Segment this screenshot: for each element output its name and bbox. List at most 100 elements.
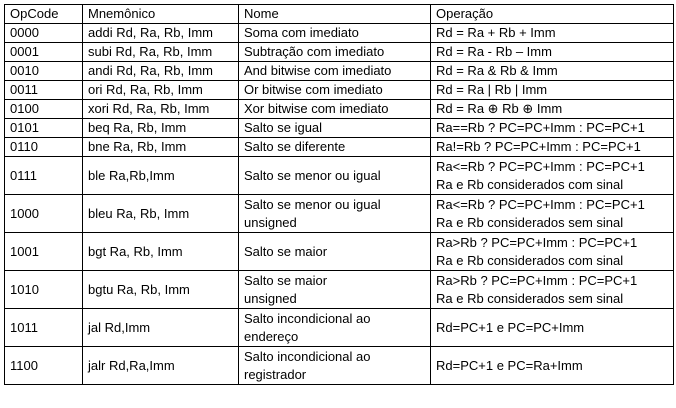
mnemonic-cell: subi Rd, Ra, Rb, Imm <box>82 42 239 62</box>
name-cell-line: registrador <box>244 366 307 382</box>
name-cell: Salto se diferente <box>238 137 431 157</box>
operation-cell: Rd = Ra | Rb | Imm <box>430 80 674 100</box>
name-cell-line: Salto se maior <box>244 272 328 288</box>
name-cell: Salto incondicional ao registrador <box>238 346 431 385</box>
opcode-cell: 0110 <box>4 137 83 157</box>
opcode-cell: 0001 <box>4 42 83 62</box>
operation-cell: Rd = Ra - Rb – Imm <box>430 42 674 62</box>
operation-cell-line: Ra e Rb considerados sem sinal <box>436 214 624 230</box>
operation-cell: Rd=PC+1 e PC=PC+Imm <box>430 308 674 347</box>
header-mnemonic: Mnemônico <box>82 4 239 24</box>
opcode-cell: 0011 <box>4 80 83 100</box>
operation-cell-line: Ra!=Rb ? PC=PC+Imm : PC=PC+1 <box>436 139 641 154</box>
opcode-cell: 0000 <box>4 23 83 43</box>
operation-cell-line: Rd = Ra ⊕ Rb ⊕ Imm <box>436 101 563 116</box>
operation-cell-line: Rd = Ra | Rb | Imm <box>436 82 548 97</box>
name-cell-line: And bitwise com imediato <box>244 63 392 78</box>
name-cell-line: Salto se menor ou igual <box>244 167 381 183</box>
operation-cell: Ra!=Rb ? PC=PC+Imm : PC=PC+1 <box>430 137 674 157</box>
operation-cell-line: Ra e Rb considerados com sinal <box>436 252 624 268</box>
mnemonic-cell: ori Rd, Ra, Rb, Imm <box>82 80 239 100</box>
operation-cell-line: Ra<=Rb ? PC=PC+Imm : PC=PC+1 <box>436 196 645 212</box>
name-cell-line: Subtração com imediato <box>244 44 385 59</box>
operation-cell-line: Rd = Ra - Rb – Imm <box>436 44 552 59</box>
operation-cell: Rd = Ra & Rb & Imm <box>430 61 674 81</box>
name-cell: Salto se maior unsigned <box>238 270 431 309</box>
name-cell: Soma com imediato <box>238 23 431 43</box>
mnemonic-cell: bne Ra, Rb, Imm <box>82 137 239 157</box>
operation-cell-line: Ra<=Rb ? PC=PC+Imm : PC=PC+1 <box>436 158 645 174</box>
name-cell-line: Salto se maior <box>244 243 328 259</box>
mnemonic-cell: jal Rd,Imm <box>82 308 239 347</box>
header-operation: Operação <box>430 4 674 24</box>
name-cell: And bitwise com imediato <box>238 61 431 81</box>
operation-cell-line: Ra>Rb ? PC=PC+Imm : PC=PC+1 <box>436 272 638 288</box>
name-cell-line: Salto incondicional ao <box>244 310 371 326</box>
name-cell-line: Or bitwise com imediato <box>244 82 383 97</box>
operation-cell-line: Ra e Rb considerados sem sinal <box>436 290 624 306</box>
name-cell-line: Salto se igual <box>244 120 323 135</box>
name-cell: Salto incondicional ao endereço <box>238 308 431 347</box>
operation-cell: Ra>Rb ? PC=PC+Imm : PC=PC+1 Ra e Rb consi… <box>430 270 674 309</box>
name-cell: Salto se menor ou igual unsigned <box>238 194 431 233</box>
opcode-cell: 1010 <box>4 270 83 309</box>
opcode-cell: 1011 <box>4 308 83 347</box>
opcode-cell: 0111 <box>4 156 83 195</box>
name-cell-line: unsigned <box>244 290 297 306</box>
operation-cell: Rd = Ra ⊕ Rb ⊕ Imm <box>430 99 674 119</box>
name-cell: Xor bitwise com imediato <box>238 99 431 119</box>
operation-cell-line: Ra==Rb ? PC=PC+Imm : PC=PC+1 <box>436 120 645 135</box>
name-cell: Salto se menor ou igual <box>238 156 431 195</box>
opcode-cell: 0010 <box>4 61 83 81</box>
name-cell-line: Soma com imediato <box>244 25 359 40</box>
mnemonic-cell: bgt Ra, Rb, Imm <box>82 232 239 271</box>
mnemonic-cell: jalr Rd,Ra,Imm <box>82 346 239 385</box>
name-cell: Subtração com imediato <box>238 42 431 62</box>
operation-cell-line: Rd = Ra + Rb + Imm <box>436 25 556 40</box>
operation-cell-line: Ra>Rb ? PC=PC+Imm : PC=PC+1 <box>436 234 638 250</box>
table-header-row: OpCode Mnemônico Nome Operação <box>4 4 674 24</box>
operation-cell-line: Rd=PC+1 e PC=Ra+Imm <box>436 357 583 373</box>
name-cell: Salto se maior <box>238 232 431 271</box>
operation-cell-line: Rd = Ra & Rb & Imm <box>436 63 558 78</box>
name-cell-line: unsigned <box>244 214 297 230</box>
operation-cell-line: Ra e Rb considerados com sinal <box>436 176 624 192</box>
mnemonic-cell: beq Ra, Rb, Imm <box>82 118 239 138</box>
mnemonic-cell: ble Ra,Rb,Imm <box>82 156 239 195</box>
opcode-cell: 0101 <box>4 118 83 138</box>
opcode-cell: 1000 <box>4 194 83 233</box>
opcode-cell: 0100 <box>4 99 83 119</box>
operation-cell: Ra<=Rb ? PC=PC+Imm : PC=PC+1 Ra e Rb cons… <box>430 194 674 233</box>
opcode-cell: 1100 <box>4 346 83 385</box>
mnemonic-cell: addi Rd, Ra, Rb, Imm <box>82 23 239 43</box>
opcode-cell: 1001 <box>4 232 83 271</box>
operation-cell: Rd = Ra + Rb + Imm <box>430 23 674 43</box>
operation-cell-line: Rd=PC+1 e PC=PC+Imm <box>436 319 585 335</box>
operation-cell: Ra<=Rb ? PC=PC+Imm : PC=PC+1 Ra e Rb cons… <box>430 156 674 195</box>
name-cell: Or bitwise com imediato <box>238 80 431 100</box>
name-cell-line: Xor bitwise com imediato <box>244 101 389 116</box>
name-cell-line: endereço <box>244 328 299 344</box>
name-cell-line: Salto se diferente <box>244 139 346 154</box>
name-cell: Salto se igual <box>238 118 431 138</box>
name-cell-line: Salto incondicional ao <box>244 348 371 364</box>
mnemonic-cell: xori Rd, Ra, Rb, Imm <box>82 99 239 119</box>
name-cell-line: Salto se menor ou igual <box>244 196 381 212</box>
operation-cell: Rd=PC+1 e PC=Ra+Imm <box>430 346 674 385</box>
mnemonic-cell: bgtu Ra, Rb, Imm <box>82 270 239 309</box>
operation-cell: Ra==Rb ? PC=PC+Imm : PC=PC+1 <box>430 118 674 138</box>
